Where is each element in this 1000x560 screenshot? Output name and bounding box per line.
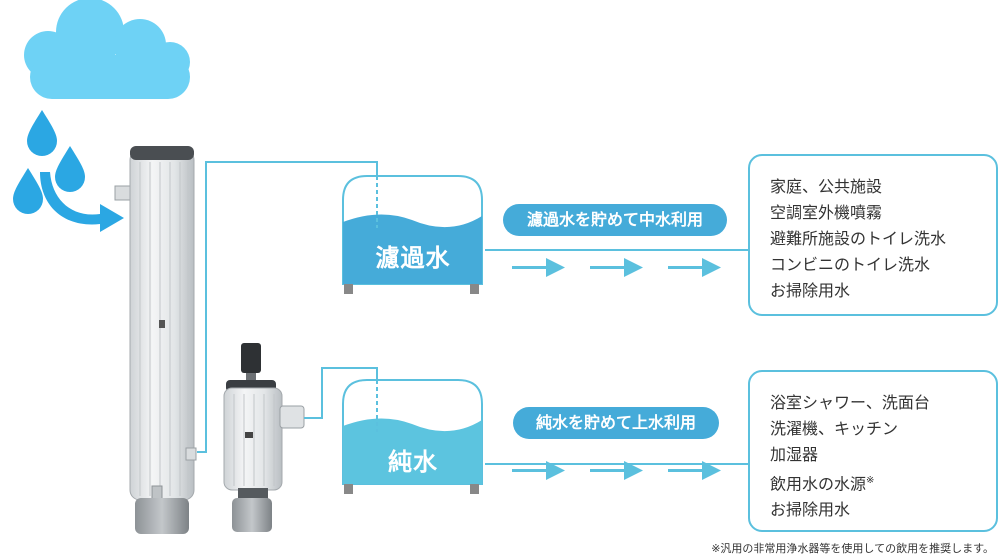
list-item: 飲用水の水源※	[770, 468, 996, 497]
footnote: ※汎用の非常用浄水器等を使用しての飲用を推奨します。	[711, 542, 994, 555]
tank-label-filtered: 濾過水	[375, 244, 451, 272]
list-item: コンビニのトイレ洗水	[770, 255, 931, 274]
cloud-icon	[24, 0, 190, 99]
list-item: 浴室シャワー、洗面台	[770, 393, 930, 412]
list-item: 避難所施設のトイレ洗水	[770, 229, 947, 248]
use-box-pure: 浴室シャワー、洗面台 洗濯機、キッチン 加湿器 飲用水の水源※ お掃除用水	[748, 370, 998, 532]
route-pill-pure: 純水を貯めて上水利用	[513, 407, 719, 439]
list-item: お掃除用水	[770, 281, 851, 300]
use-box-filtered: 家庭、公共施設 空調室外機噴霧 避難所施設のトイレ洗水 コンビニのトイレ洗水 お…	[748, 154, 998, 316]
list-item: お掃除用水	[770, 500, 851, 520]
list-item: 加湿器	[770, 445, 819, 464]
curved-arrow-icon	[40, 172, 124, 232]
list-item-text: 飲用水の水源	[770, 474, 867, 494]
list-item: 家庭、公共施設	[770, 177, 883, 196]
pure-water-tank	[342, 379, 483, 494]
list-item: 洗濯機、キッチン	[770, 419, 899, 438]
raindrop-icon	[13, 168, 43, 214]
raindrop-icon	[55, 146, 85, 192]
right-arrow-icon	[590, 258, 643, 277]
list-item: 空調室外機噴霧	[770, 203, 883, 222]
right-arrow-icon	[512, 461, 565, 480]
filtration-tower	[114, 146, 197, 534]
footnote-mark: ※	[866, 475, 875, 486]
filtered-water-tank	[342, 175, 483, 294]
route-pill-filtered: 濾過水を貯めて中水利用	[503, 204, 727, 236]
raindrop-icon	[27, 110, 57, 156]
right-arrow-icon	[590, 461, 643, 480]
right-arrow-icon	[668, 461, 721, 480]
tank-label-pure: 純水	[388, 448, 438, 476]
right-arrow-icon	[512, 258, 565, 277]
right-arrow-icon	[668, 258, 721, 277]
pure-water-unit	[223, 343, 305, 532]
